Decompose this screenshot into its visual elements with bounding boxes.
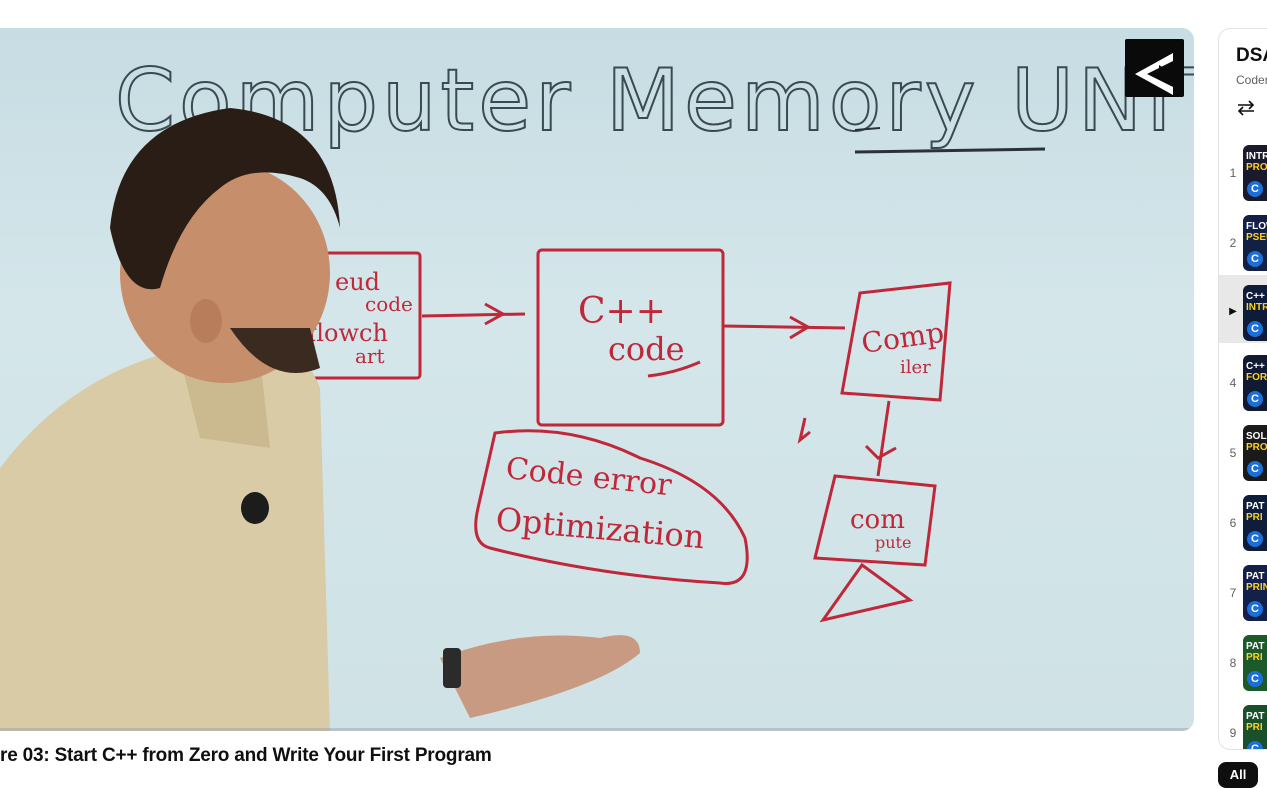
thumbnail-text: PAT xyxy=(1246,641,1265,652)
cpp-logo-icon: C xyxy=(1247,321,1263,337)
playlist-panel[interactable]: DSA Coder 1INTROPROGC2FLOWPSEUC▶C++INTRO… xyxy=(1218,28,1267,750)
thumbnail-text: PAT xyxy=(1246,571,1265,582)
playlist-channel[interactable]: Coder xyxy=(1236,73,1267,87)
presenter xyxy=(0,108,640,731)
thumbnail-subtext: PROG xyxy=(1246,162,1267,173)
note-line2: Optimization xyxy=(494,500,706,556)
now-playing-icon: ▶ xyxy=(1229,306,1237,317)
thumbnail-subtext: PRI xyxy=(1246,652,1263,663)
thumbnail-text: SOL xyxy=(1246,431,1267,442)
cpp-logo-icon: C xyxy=(1247,671,1263,687)
playlist-thumbnail[interactable]: FLOWPSEU C xyxy=(1243,215,1267,271)
channel-logo xyxy=(1125,39,1184,97)
thumbnail-subtext: PRI xyxy=(1246,722,1263,733)
playlist-item-index: 1 xyxy=(1229,166,1237,180)
playlist-item[interactable]: 1 INTROPROG C xyxy=(1219,135,1267,203)
cpp-logo-icon: C xyxy=(1247,601,1263,617)
thumbnail-text: INTRO xyxy=(1246,151,1267,162)
filter-chip-all[interactable]: All xyxy=(1218,762,1258,788)
cpp-logo-icon: C xyxy=(1247,531,1263,547)
thumbnail-subtext: PRO xyxy=(1246,442,1267,453)
playlist-item-index: 6 xyxy=(1229,516,1237,530)
playlist-item-index: 5 xyxy=(1229,446,1237,460)
thumbnail-subtext: PRI xyxy=(1246,512,1263,523)
box4-line1: com xyxy=(850,505,905,535)
playlist-item-index: 2 xyxy=(1229,236,1237,250)
cpp-logo-icon: C xyxy=(1247,391,1263,407)
box1-line1: eud xyxy=(335,268,380,296)
thumbnail-text: FLOW xyxy=(1246,221,1267,232)
playlist-title[interactable]: DSA xyxy=(1236,45,1267,66)
thumbnail-subtext: PRIN xyxy=(1246,582,1267,593)
playlist-item-index: 9 xyxy=(1229,726,1237,740)
thumbnail-text: C++ xyxy=(1246,361,1265,372)
cpp-logo-icon: C xyxy=(1247,741,1263,749)
playlist-thumbnail[interactable]: C++INTRO C xyxy=(1243,285,1267,341)
video-title: re 03: Start C++ from Zero and Write You… xyxy=(0,745,492,766)
playlist-thumbnail[interactable]: INTROPROG C xyxy=(1243,145,1267,201)
box2-line1: C++ xyxy=(578,291,666,332)
playlist-thumbnail[interactable]: PATPRIN C xyxy=(1243,565,1267,621)
thumbnail-text: PAT xyxy=(1246,501,1265,512)
thumbnail-subtext: INTRO xyxy=(1246,302,1267,313)
box4-line2: pute xyxy=(875,533,911,552)
box2-line2: code xyxy=(608,330,685,368)
box3-line1: Comp xyxy=(859,316,946,360)
loop-icon[interactable] xyxy=(1235,99,1257,122)
playlist-item-index: 7 xyxy=(1229,586,1237,600)
box1-line4: art xyxy=(355,344,385,368)
video-frame: Computer Memory UNIT eud code flowch art… xyxy=(0,50,1194,731)
box3-line2: iler xyxy=(900,357,931,378)
playlist-item[interactable]: 7 PATPRIN C xyxy=(1219,555,1267,623)
playlist-item[interactable]: 4 C++FOR C xyxy=(1219,345,1267,413)
thumbnail-subtext: PSEU xyxy=(1246,232,1267,243)
playlist-thumbnail[interactable]: C++FOR C xyxy=(1243,355,1267,411)
thumbnail-text: PAT xyxy=(1246,711,1265,722)
note-line1: Code error xyxy=(504,451,674,503)
video-player[interactable]: Computer Memory UNIT eud code flowch art… xyxy=(0,28,1194,731)
box1-line2: code xyxy=(365,292,413,316)
playlist-item[interactable]: 2 FLOWPSEU C xyxy=(1219,205,1267,273)
thumbnail-subtext: FOR xyxy=(1246,372,1267,383)
cpp-logo-icon: C xyxy=(1247,461,1263,477)
box1-line3: flowch xyxy=(308,319,388,347)
playlist-item[interactable]: ▶ C++INTRO C xyxy=(1219,275,1267,343)
cpp-logo-icon: C xyxy=(1247,181,1263,197)
playlist-item-index: 8 xyxy=(1229,656,1237,670)
thumbnail-text: C++ xyxy=(1246,291,1265,302)
cpp-logo-icon: C xyxy=(1247,251,1263,267)
playlist-item-index: 4 xyxy=(1229,376,1237,390)
